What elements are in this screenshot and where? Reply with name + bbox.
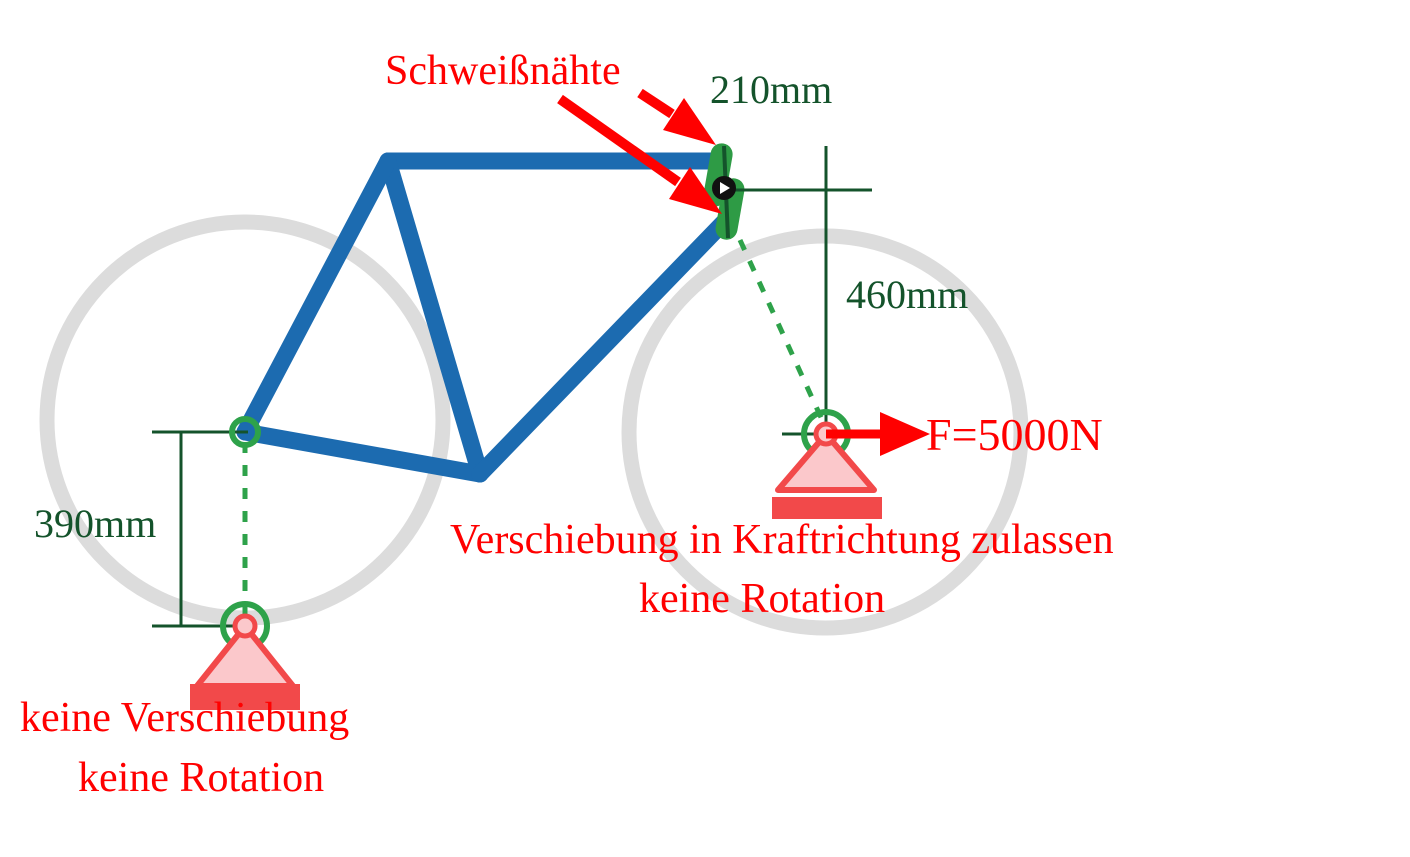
weld-callout-arrow-lower-head [669,167,722,214]
rear-support-fixed [190,601,300,710]
force-label: F=5000N [926,409,1103,460]
rear-bc-label-line2: keine Rotation [78,755,325,801]
front-bc-label-line1: Verschiebung in Kraftrichtung zulassen [450,517,1114,563]
force-arrow [826,412,930,456]
down-tube [471,213,733,483]
rear-bc-label-line1: keine Verschiebung [20,695,350,741]
dim-390-label: 390mm [34,501,157,546]
rear-support-base-bar [190,684,300,710]
rigid-link-group [242,238,827,618]
rear-support-pin [232,613,258,639]
rear-hub-node [229,416,261,448]
weld-callout-arrow-upper-shaft [637,88,675,119]
force-arrow-head [880,412,930,456]
weld-callout-arrow-upper-head [663,98,716,145]
front-support-roller [772,409,882,519]
front-rigid-link-dashed [737,238,827,426]
head-tube-direction-arrow-icon [720,182,730,194]
front-bc-label-line2: keine Rotation [639,576,886,622]
weld-callout-arrow-lower-shaft [557,94,681,187]
front-support-triangle [775,431,877,493]
front-support-roller-base-bar [772,497,882,519]
seat-stay [236,152,397,441]
dim-460-label: 460mm [846,272,969,317]
weld-seams-label: Schweißnähte [385,48,621,94]
dim-210-label: 210mm [710,67,833,112]
frame-tubes [236,152,733,483]
seat-tube [379,152,489,483]
weld-callout-arrows [557,88,722,214]
chain-stay [236,423,489,483]
